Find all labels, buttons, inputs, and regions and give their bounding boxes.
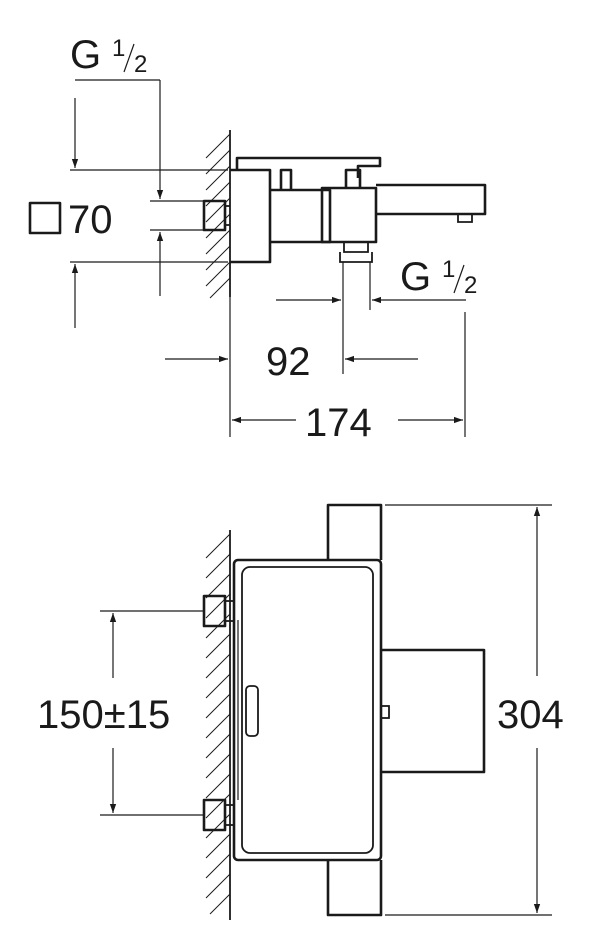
mixer-front-view — [202, 503, 486, 917]
outlet-pin — [380, 705, 390, 719]
mixer-top-view — [202, 156, 487, 264]
inlet-connector-upper — [202, 594, 227, 628]
dim-92: 92 — [266, 340, 311, 384]
wall-hatching-top — [205, 130, 231, 299]
dim-174: 174 — [305, 401, 372, 445]
thread-denominator: 2 — [464, 272, 477, 299]
thread-denominator: 2 — [134, 51, 147, 78]
dim-304: 304 — [497, 693, 564, 737]
front-view: 150±15 304 — [37, 503, 564, 920]
fraction-slash — [123, 43, 135, 73]
top-view: G 1 2 70 G 1 2 92 174 — [28, 33, 487, 445]
square-dimension-label: 70 — [28, 198, 113, 242]
inlet-connector-lower — [202, 798, 227, 832]
square-value: 70 — [68, 198, 113, 242]
thread-label-right: G 1 2 — [400, 255, 477, 299]
front-plate — [232, 558, 383, 862]
square-symbol-icon — [28, 201, 62, 235]
handle-icon — [245, 685, 259, 737]
thread-numerator: 1 — [442, 256, 455, 283]
front-panel — [241, 566, 374, 854]
thread-prefix: G — [400, 255, 431, 299]
thread-numerator: 1 — [112, 35, 125, 62]
dim-150-15: 150±15 — [37, 693, 170, 737]
wall-hatching-front — [205, 530, 231, 920]
fraction-slash — [453, 264, 465, 294]
thread-label-left: G 1 2 — [70, 33, 147, 78]
thread-prefix: G — [70, 33, 101, 77]
